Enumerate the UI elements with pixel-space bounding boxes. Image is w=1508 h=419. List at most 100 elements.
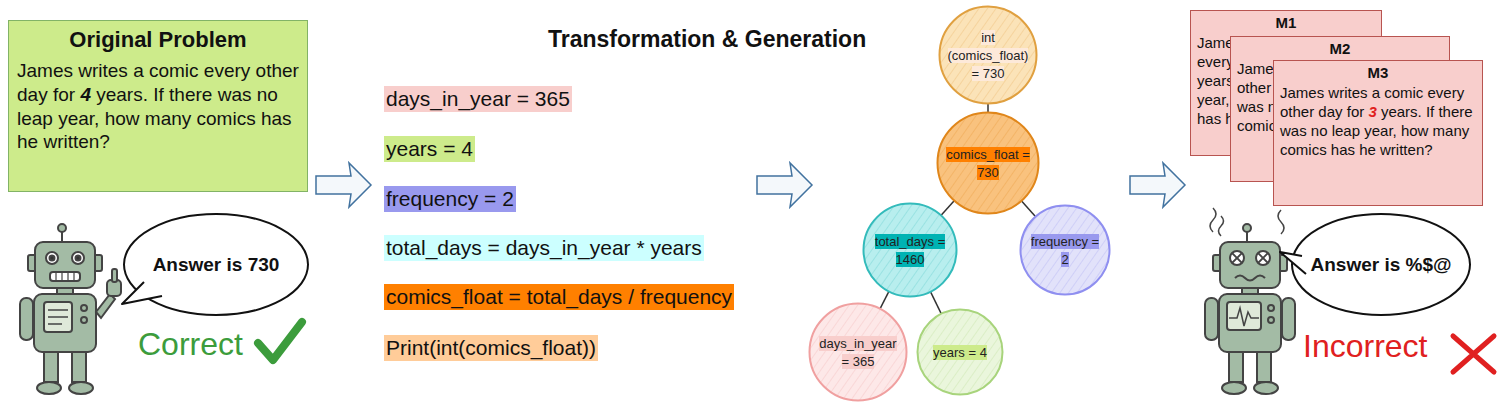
bubble-text: Answer is %$@	[1310, 254, 1451, 276]
value-circle: total_days = 1460	[862, 202, 958, 298]
block-arrow	[757, 163, 812, 207]
code-text: Print(int(comics_float))	[386, 336, 596, 359]
problem-text: James writes a comic every other day for…	[17, 59, 299, 154]
circle-value: int (comics_float) = 730	[948, 30, 1029, 81]
emphasised-number: 3	[1368, 103, 1376, 120]
verdict-label: Correct	[138, 326, 243, 363]
check-mark	[258, 322, 302, 360]
card-heading: M2	[1237, 39, 1443, 59]
happy-robot-part	[96, 294, 115, 318]
circle-text-box: days_in_year = 365	[815, 334, 901, 370]
value-circle: years = 4	[916, 308, 1004, 396]
circle-value: comics_float = 730	[946, 147, 1029, 180]
bubble-text: Answer is 730	[153, 254, 280, 276]
block-arrow	[1130, 163, 1185, 207]
value-circle: days_in_year = 365	[808, 302, 908, 402]
tree-edge	[941, 201, 954, 215]
circle-outline	[808, 302, 908, 402]
circle-shape	[810, 304, 907, 401]
happy-robot-part	[50, 272, 80, 281]
box-heading: Original Problem	[17, 27, 299, 53]
tree-edge	[987, 104, 989, 112]
confused-robot-part	[1282, 298, 1295, 340]
emphasised-number: 4	[80, 84, 91, 105]
happy-robot	[20, 224, 121, 394]
circle-text-box: comics_float = 730	[944, 145, 1033, 181]
confused-robot-part	[1219, 216, 1224, 236]
card-text: James writes a comic every other day for…	[1280, 83, 1476, 159]
code-text: frequency = 2	[386, 187, 514, 210]
circle-value: days_in_year = 365	[819, 336, 896, 369]
confused-robot-part	[1235, 276, 1265, 281]
circle-outline	[936, 111, 1040, 215]
diagram-title: Transformation & Generation	[548, 26, 866, 53]
circle-shape	[938, 113, 1039, 214]
circle-value: total_days = 1460	[875, 234, 945, 267]
circle-text-box: total_days = 1460	[869, 232, 952, 268]
confused-robot-part	[1229, 352, 1243, 382]
tree-edge	[880, 292, 888, 308]
happy-robot-part	[61, 232, 63, 242]
happy-robot-part	[56, 272, 74, 281]
value-circle: frequency = 2	[1019, 204, 1111, 296]
confused-robot-part	[1230, 251, 1244, 265]
confused-robot-part	[1256, 251, 1270, 265]
confused-robot	[1205, 208, 1295, 394]
confused-robot-part	[1257, 352, 1271, 382]
variant-card: M3James writes a comic every other day f…	[1273, 60, 1483, 206]
happy-robot-part	[48, 310, 68, 324]
confused-robot-part	[1246, 232, 1248, 242]
problem-box: Original ProblemJames writes a comic eve…	[8, 20, 308, 192]
happy-robot-part	[58, 224, 66, 232]
confused-robot-part	[1254, 382, 1278, 394]
circle-outline	[862, 202, 958, 298]
happy-robot-part	[46, 252, 58, 264]
confused-robot-part	[1243, 224, 1251, 232]
happy-robot-part	[72, 252, 84, 264]
code-text: days_in_year = 365	[386, 87, 570, 110]
confused-robot-part	[1210, 208, 1216, 232]
circle-shape	[864, 204, 957, 297]
happy-robot-part	[34, 294, 96, 352]
happy-robot-part	[50, 256, 55, 261]
confused-robot-part	[1229, 308, 1259, 326]
code-line: years = 4	[384, 136, 475, 162]
happy-robot-part	[112, 269, 117, 282]
card-heading: M1	[1197, 13, 1375, 33]
happy-robot-part	[81, 317, 87, 323]
circle-outline	[1019, 204, 1111, 296]
happy-robot-part	[35, 242, 95, 288]
happy-robot-part	[76, 256, 81, 261]
happy-robot-part	[37, 382, 61, 394]
happy-robot-part	[81, 305, 87, 311]
circle-text-box: years = 4	[922, 343, 998, 361]
confused-robot-part	[1227, 302, 1261, 330]
code-text: comics_float = total_days / frequency	[386, 285, 732, 308]
bubble-tail	[1280, 252, 1306, 274]
confused-robot-part	[1268, 305, 1274, 311]
confused-robot-part	[1258, 253, 1268, 263]
circle-shape	[1021, 206, 1110, 295]
bubble-shape	[1292, 214, 1470, 315]
value-circle: int (comics_float) = 730	[938, 5, 1038, 105]
confused-robot-part	[1278, 210, 1284, 234]
circle-value: years = 4	[933, 345, 987, 360]
happy-robot-part	[72, 352, 86, 382]
circle-text-box: int (comics_float) = 730	[945, 28, 1031, 82]
confused-robot-part	[1268, 317, 1274, 323]
bubble-shape	[124, 214, 308, 315]
speech-bubble: Answer is 730	[122, 212, 310, 317]
cross-mark	[1453, 336, 1494, 372]
code-line: comics_float = total_days / frequency	[384, 284, 734, 310]
speech-bubble: Answer is %$@	[1290, 212, 1472, 317]
circle-shape	[918, 310, 1003, 395]
code-line: total_days = days_in_year * years	[384, 235, 704, 261]
tree-edge	[1022, 201, 1035, 216]
happy-robot-part	[69, 382, 93, 394]
bubble-tail	[122, 282, 162, 304]
circle-shape	[940, 7, 1037, 104]
block-arrow	[316, 163, 371, 207]
confused-robot-part	[1222, 382, 1246, 394]
confused-robot-part	[1232, 253, 1242, 263]
happy-robot-part	[44, 352, 58, 382]
